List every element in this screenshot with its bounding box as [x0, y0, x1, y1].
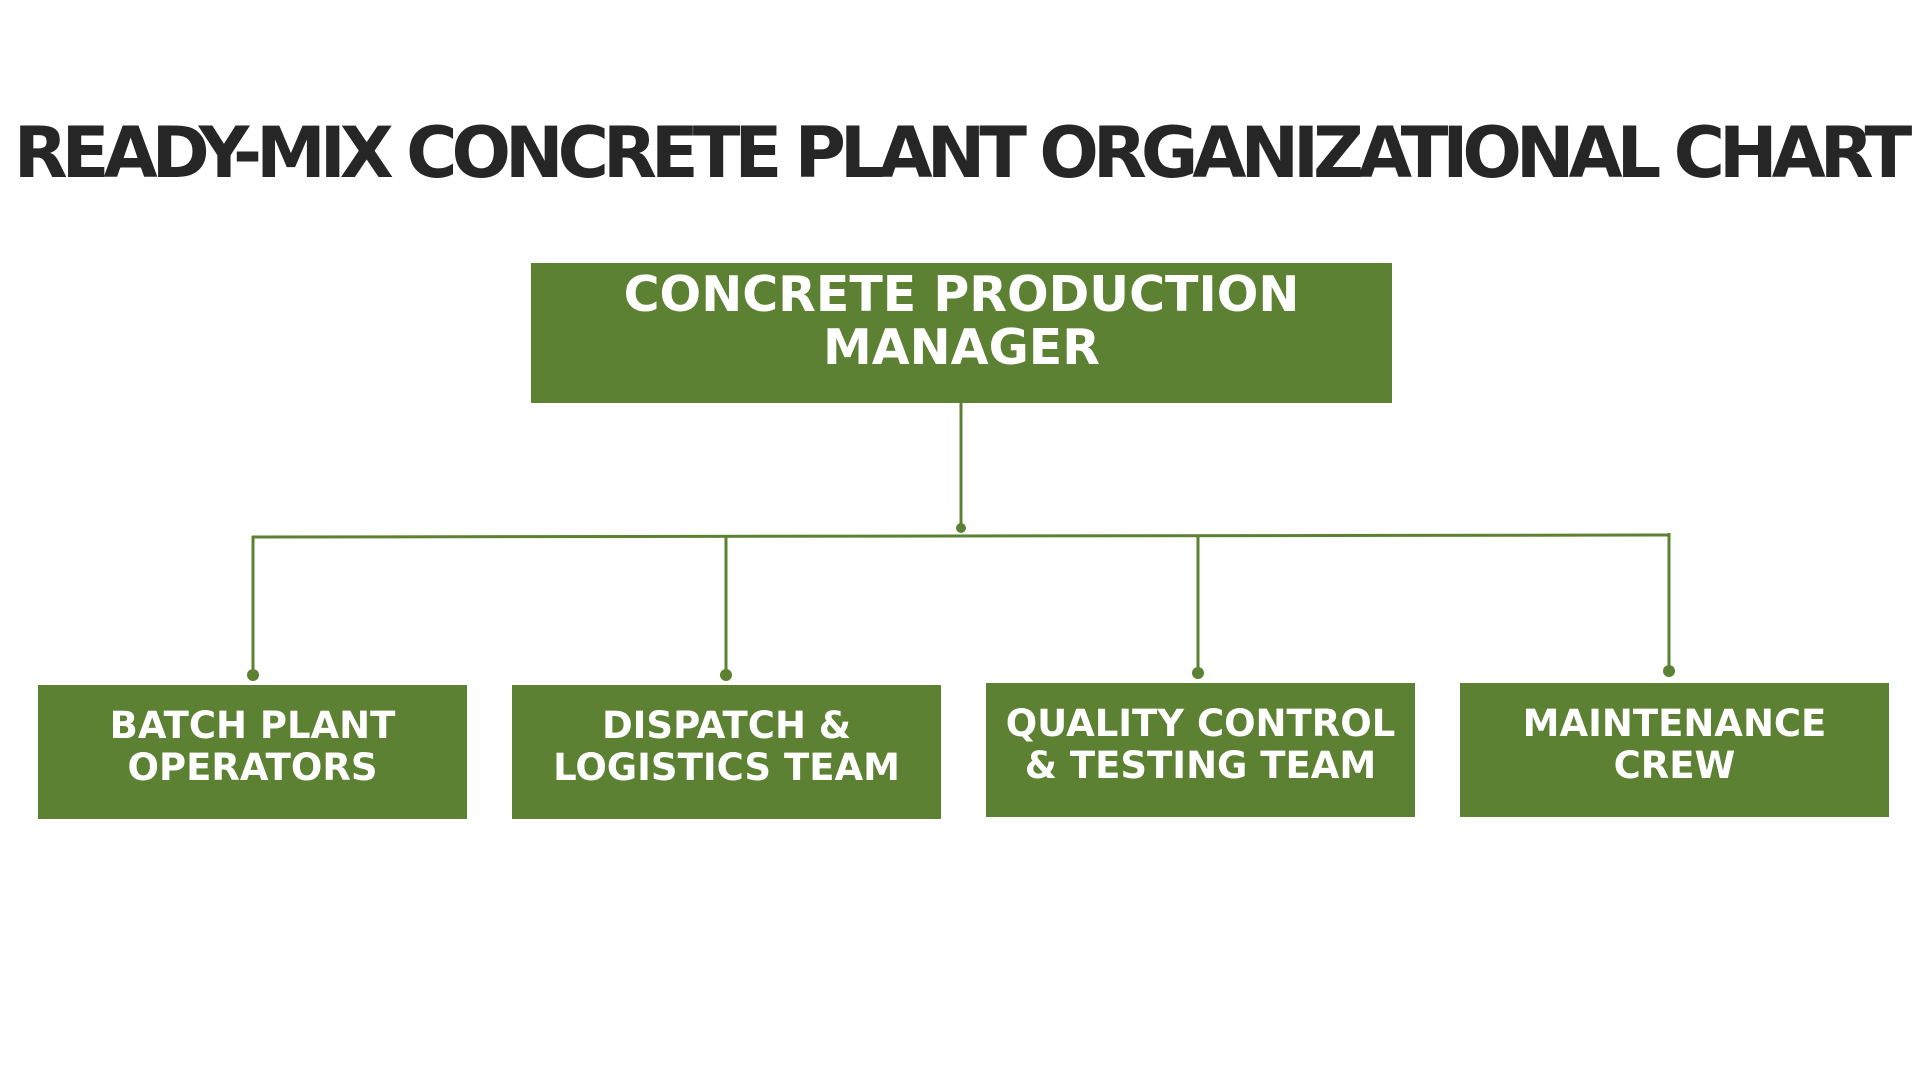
dispatch-logistics-team-box: DISPATCH & LOGISTICS TEAM	[512, 685, 941, 819]
branch-dot-3	[1192, 667, 1204, 679]
batch-plant-operators-box: BATCH PLANT OPERATORS	[38, 685, 467, 819]
chart-title: READY-MIX CONCRETE PLANT ORGANIZATIONAL …	[13, 112, 1913, 194]
quality-control-testing-team-box: QUALITY CONTROL & TESTING TEAM	[986, 683, 1415, 817]
child-label: MAINTENANCE CREW	[1522, 702, 1827, 787]
branch-dot-1	[247, 669, 259, 681]
child-label: BATCH PLANT OPERATORS	[109, 704, 396, 789]
child-label: DISPATCH & LOGISTICS TEAM	[553, 704, 900, 789]
child-label: QUALITY CONTROL & TESTING TEAM	[1005, 702, 1396, 787]
horizontal-bus-line	[251, 533, 1671, 539]
root-label: CONCRETE PRODUCTION MANAGER	[623, 266, 1300, 376]
concrete-production-manager-box: CONCRETE PRODUCTION MANAGER	[531, 263, 1392, 403]
maintenance-crew-box: MAINTENANCE CREW	[1460, 683, 1889, 817]
junction-dot	[956, 523, 966, 533]
branch-dot-2	[720, 669, 732, 681]
branch-dot-4	[1663, 665, 1675, 677]
